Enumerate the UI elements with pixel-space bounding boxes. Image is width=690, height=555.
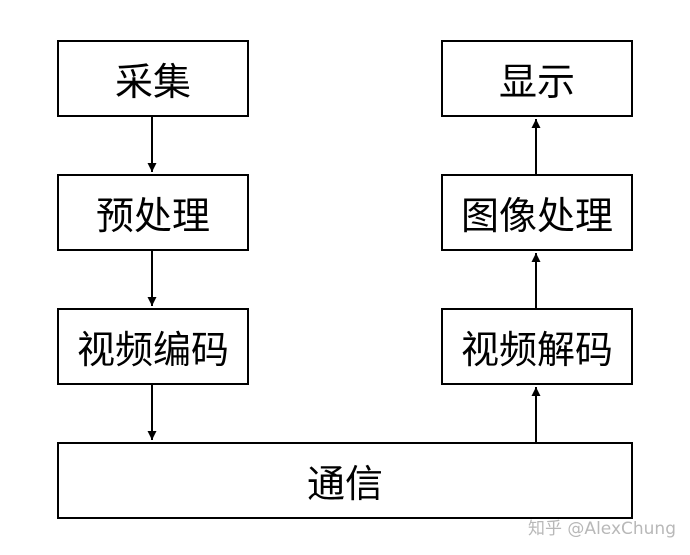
watermark-text: 知乎 @AlexChung	[528, 519, 676, 539]
video-decode-box: 视频解码	[441, 308, 633, 385]
capture-box: 采集	[57, 40, 249, 117]
display-box: 显示	[441, 40, 633, 117]
preprocess-box: 预处理	[57, 174, 249, 251]
communication-box: 通信	[57, 442, 633, 519]
image-process-box: 图像处理	[441, 174, 633, 251]
video-encode-box: 视频编码	[57, 308, 249, 385]
